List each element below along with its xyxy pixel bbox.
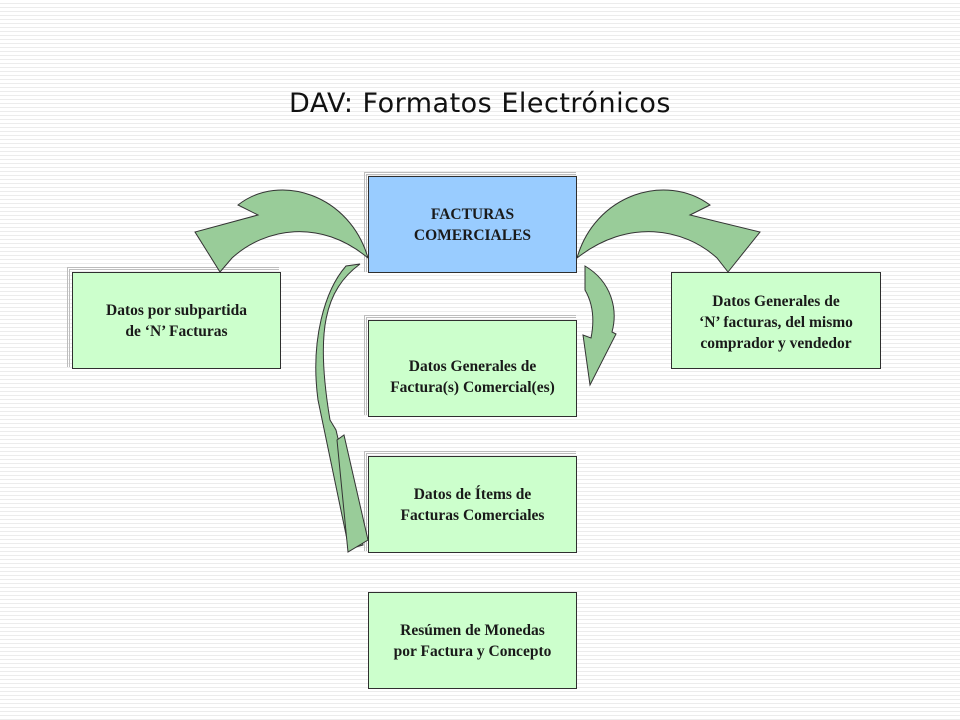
box-label-line: ‘N’ facturas, del mismo [699,314,853,331]
box-label-line: por Factura y Concepto [393,642,552,660]
box-shadow [364,172,576,272]
arrow-center-to-right [576,189,761,273]
arrow-side-to-items [336,434,369,553]
box-label-line: Facturas Comerciales [400,506,545,524]
box-datos-generales-factura: Datos Generales de Factura(s) Comercial(… [368,320,577,417]
box-label-line: FACTURAS [430,205,515,223]
box-label-line: Factura(s) Comercial(es) [390,378,555,396]
box-facturas-comerciales: FACTURAS COMERCIALES [368,176,577,273]
arrow-center-to-items [315,263,364,550]
box-label-line: Datos Generales de [408,357,537,375]
box-shadow [364,451,576,551]
box-datos-de-items: Datos de Ítems de Facturas Comerciales [368,456,577,553]
box-datos-generales-n-facturas: Datos Generales de ‘N’ facturas, del mis… [671,272,881,369]
box-label-line: Datos de Ítems de [413,485,532,503]
box-datos-por-subpartida: Datos por subpartida de ‘N’ Facturas [72,272,281,369]
box-resumen-de-monedas: Resúmen de Monedas por Factura y Concept… [368,592,577,689]
box-label-line: comprador y vendedor [700,335,852,352]
box-label-line: de ‘N’ Facturas [125,322,228,340]
box-label-line: Resúmen de Monedas [400,621,545,639]
box-label-line: Datos Generales de [712,293,840,310]
arrow-center-to-general [582,265,617,387]
box-label-line: COMERCIALES [413,226,532,244]
box-label-line: Datos por subpartida [106,301,247,319]
box-shadow [67,267,279,367]
box-shadow [364,315,576,415]
arrow-center-to-left [194,189,369,273]
slide-title: DAV: Formatos Electrónicos [289,88,671,119]
